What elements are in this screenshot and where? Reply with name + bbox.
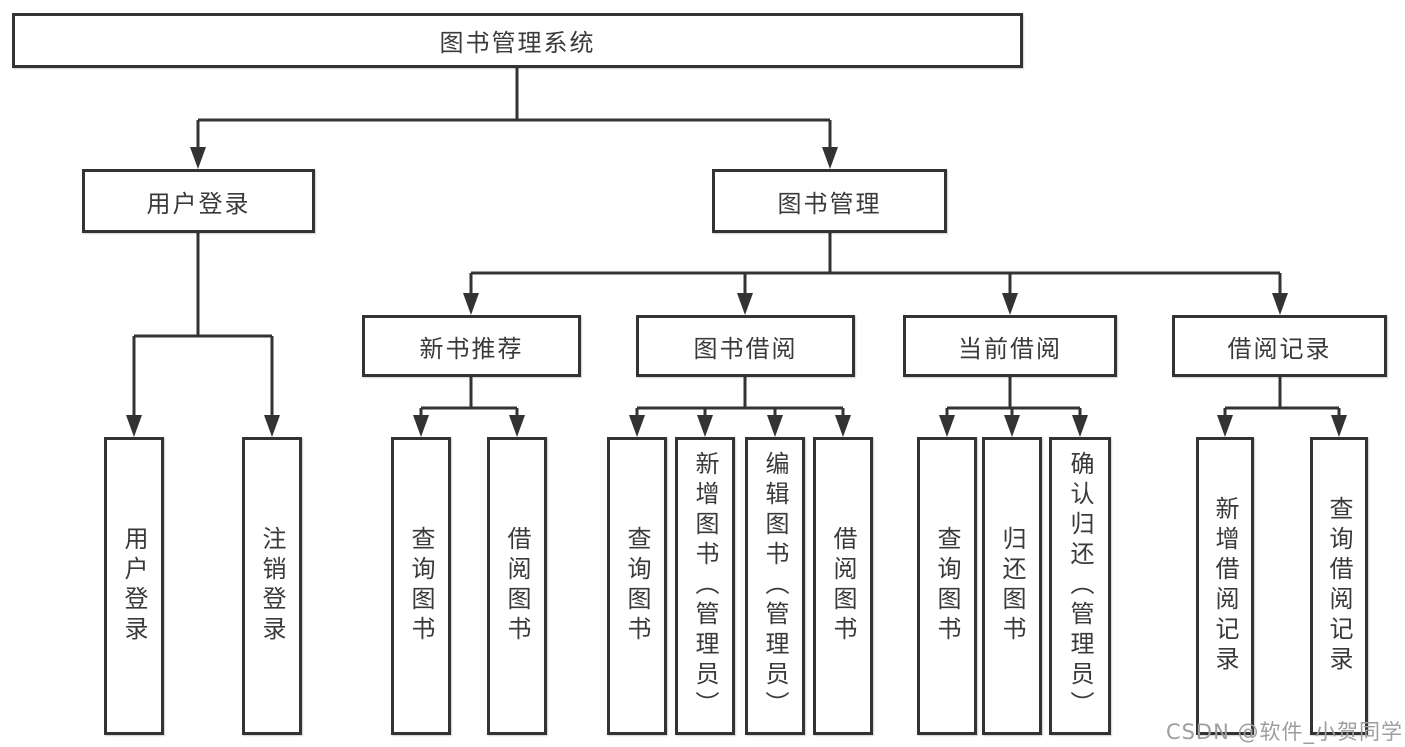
arrowhead-icon	[629, 415, 645, 437]
connector-book-mgmt-to-sections	[469, 233, 1282, 294]
arrowhead-icon	[190, 147, 206, 169]
node-borrow-records: 借阅记录	[1172, 315, 1387, 377]
leaf-borrow-books-label: 借阅图书	[829, 526, 857, 646]
leaf-borrow-query-books: 查询图书	[607, 437, 667, 735]
arrowhead-icon	[1002, 293, 1018, 315]
leaf-query-borrow-record: 查询借阅记录	[1310, 437, 1368, 735]
node-current-borrow: 当前借阅	[903, 315, 1117, 377]
node-borrow-records-label: 借阅记录	[1227, 334, 1332, 363]
arrowhead-icon	[509, 415, 525, 437]
leaf-confirm-return-admin: 确认归还（管理员）	[1049, 437, 1111, 735]
node-user-login-label: 用户登录	[146, 189, 251, 218]
node-book-borrow: 图书借阅	[636, 315, 855, 377]
arrowhead-icon	[737, 293, 753, 315]
arrowhead-icon	[1272, 293, 1288, 315]
leaf-user-login: 用户登录	[104, 437, 164, 735]
arrowhead-icon	[126, 415, 142, 437]
node-book-mgmt: 图书管理	[712, 169, 947, 233]
leaf-newrec-borrow-books: 借阅图书	[487, 437, 547, 735]
arrowhead-icon	[264, 415, 280, 437]
connector-new-book-to-leaves	[419, 377, 519, 416]
arrowhead-icon	[822, 147, 838, 169]
node-book-mgmt-label: 图书管理	[777, 189, 882, 218]
leaf-borrow-books: 借阅图书	[813, 437, 873, 735]
node-current-borrow-label: 当前借阅	[958, 334, 1062, 363]
connector-book-borrow-to-leaves	[635, 377, 845, 416]
leaf-confirm-return-admin-label: 确认归还（管理员）	[1066, 451, 1094, 721]
arrowhead-icon	[697, 415, 713, 437]
leaf-add-borrow-record: 新增借阅记录	[1196, 437, 1254, 735]
arrowhead-icon	[835, 415, 851, 437]
arrowhead-icon	[767, 415, 783, 437]
leaf-newrec-query-books: 查询图书	[391, 437, 451, 735]
leaf-add-borrow-record-label: 新增借阅记录	[1211, 496, 1239, 676]
leaf-logout-label: 注销登录	[258, 526, 286, 646]
leaf-current-query-books-label: 查询图书	[933, 526, 961, 646]
arrowhead-icon	[1331, 415, 1347, 437]
connector-current-borrow-to-leaves	[945, 377, 1082, 416]
arrowhead-icon	[939, 415, 955, 437]
leaf-newrec-query-books-label: 查询图书	[407, 526, 435, 646]
arrowhead-icon	[1004, 415, 1020, 437]
leaf-query-borrow-record-label: 查询借阅记录	[1325, 496, 1353, 676]
watermark: CSDN @软件_小贺同学	[1165, 720, 1403, 744]
node-root: 图书管理系统	[12, 13, 1023, 68]
leaf-return-books: 归还图书	[982, 437, 1042, 735]
leaf-borrow-query-books-label: 查询图书	[623, 526, 651, 646]
node-book-borrow-label: 图书借阅	[693, 334, 798, 363]
connector-root-to-level2	[196, 68, 832, 148]
leaf-edit-books-admin: 编辑图书（管理员）	[745, 437, 805, 735]
arrowhead-icon	[463, 293, 479, 315]
leaf-add-books-admin: 新增图书（管理员）	[675, 437, 735, 735]
node-new-book-rec-label: 新书推荐	[419, 334, 524, 363]
connector-user-login-to-leaves	[132, 233, 274, 416]
node-user-login: 用户登录	[82, 169, 315, 233]
arrowhead-icon	[413, 415, 429, 437]
leaf-logout: 注销登录	[242, 437, 302, 735]
connector-borrow-records-to-leaves	[1223, 377, 1341, 416]
leaf-current-query-books: 查询图书	[917, 437, 977, 735]
leaf-return-books-label: 归还图书	[998, 526, 1026, 646]
leaf-edit-books-admin-label: 编辑图书（管理员）	[761, 451, 789, 721]
leaf-add-books-admin-label: 新增图书（管理员）	[691, 451, 719, 721]
arrowhead-icon	[1072, 415, 1088, 437]
node-root-label: 图书管理系统	[439, 29, 596, 57]
node-new-book-rec: 新书推荐	[362, 315, 581, 377]
arrowhead-icon	[1217, 415, 1233, 437]
leaf-user-login-label: 用户登录	[120, 526, 148, 646]
leaf-newrec-borrow-books-label: 借阅图书	[503, 526, 531, 646]
